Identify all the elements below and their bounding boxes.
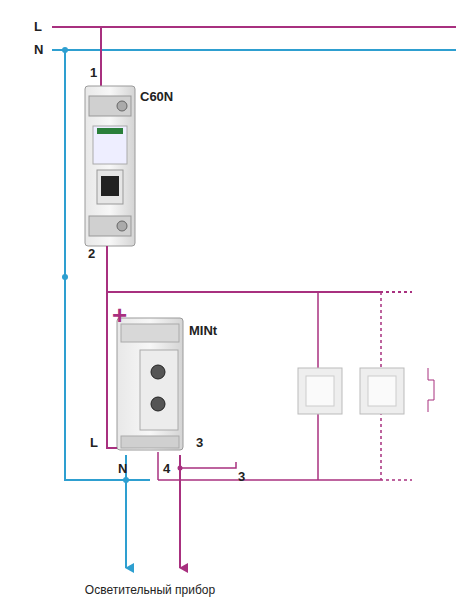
push-button — [298, 368, 342, 414]
control-wire — [380, 479, 412, 481]
switched-bus — [380, 291, 412, 293]
phase-line — [52, 26, 456, 28]
breaker-box: C60N — [85, 86, 135, 246]
button-wire — [317, 412, 319, 480]
feed-wire — [107, 246, 117, 448]
control-wire — [157, 452, 159, 480]
neutral-line — [52, 49, 456, 51]
button-wire — [380, 292, 382, 372]
device-name: MINt — [189, 324, 217, 337]
terminal-label: + — [112, 302, 127, 328]
push-button — [360, 368, 404, 414]
switched-bus — [107, 291, 380, 293]
timer-box: MINt — [117, 318, 183, 450]
terminal-label: N — [118, 462, 127, 475]
junction-dot — [62, 274, 68, 280]
terminal-label: N — [34, 43, 43, 56]
device-name: C60N — [140, 90, 173, 103]
button-wire — [380, 412, 382, 480]
terminal-label: 1 — [90, 66, 97, 79]
output-label: Осветительный прибор — [85, 584, 215, 596]
breaker-symbol — [85, 86, 135, 246]
terminal-label: 2 — [88, 247, 95, 260]
terminal-label: L — [90, 436, 98, 449]
terminal-stub — [180, 462, 236, 468]
terminal-label: 4 — [163, 462, 170, 475]
control-wire — [158, 479, 380, 481]
button-wire — [317, 292, 319, 372]
terminal-label: 3 — [238, 470, 245, 483]
button-bracket — [428, 368, 434, 412]
neutral-to-lamp — [125, 480, 127, 568]
terminal-label: L — [34, 20, 42, 33]
lamp-output — [179, 455, 181, 568]
terminal-label: 3 — [196, 436, 203, 449]
timer-symbol — [117, 318, 183, 450]
